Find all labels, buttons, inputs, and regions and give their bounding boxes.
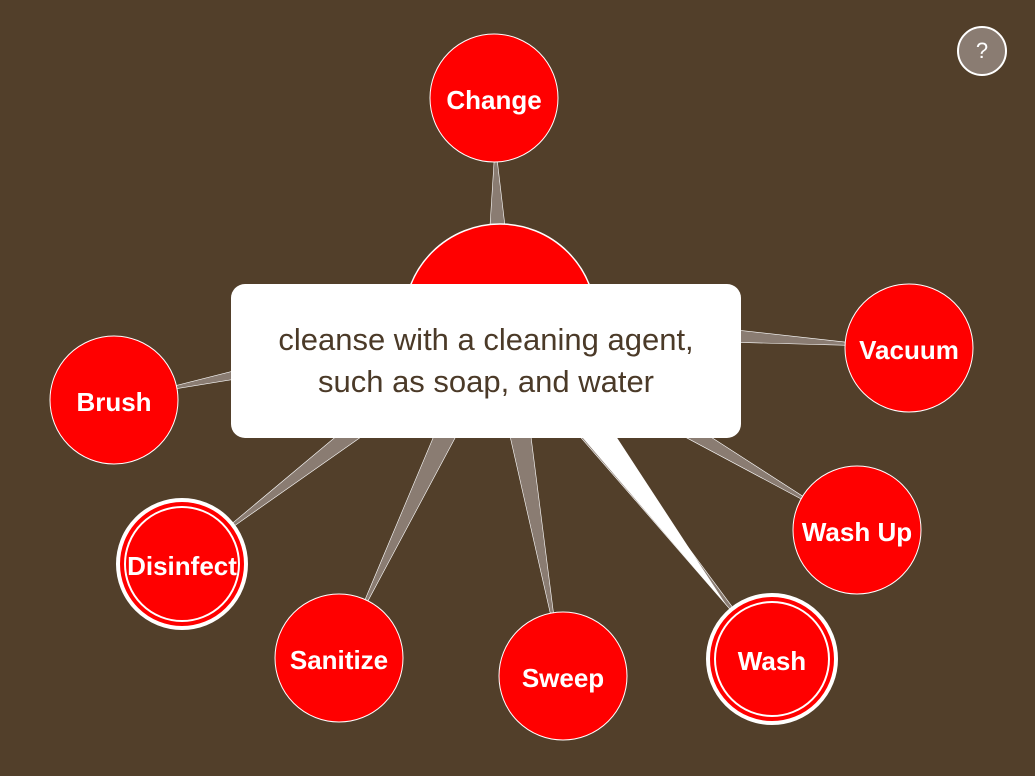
node-label: Change bbox=[446, 85, 541, 115]
node-circle bbox=[792, 465, 922, 595]
node-label: Sanitize bbox=[290, 645, 388, 675]
word-node-wash[interactable]: Wash bbox=[706, 593, 838, 725]
node-highlight-ring bbox=[714, 601, 830, 717]
word-node-change[interactable]: Change bbox=[429, 33, 559, 163]
node-circle bbox=[49, 335, 179, 465]
word-node-disinfect[interactable]: Disinfect bbox=[116, 498, 248, 630]
word-node-sweep[interactable]: Sweep bbox=[498, 611, 628, 741]
word-node-brush[interactable]: Brush bbox=[49, 335, 179, 465]
node-highlight-ring bbox=[124, 506, 240, 622]
word-node-vacuum[interactable]: Vacuum bbox=[844, 283, 974, 413]
node-label: Vacuum bbox=[859, 335, 959, 365]
node-label: Wash Up bbox=[802, 517, 912, 547]
word-node-sanitize[interactable]: Sanitize bbox=[274, 593, 404, 723]
node-label: Sweep bbox=[522, 663, 604, 693]
node-circle bbox=[274, 593, 404, 723]
node-label: Disinfect bbox=[127, 551, 237, 581]
word-node-wash-up[interactable]: Wash Up bbox=[792, 465, 922, 595]
definition-tooltip bbox=[231, 284, 741, 606]
tooltip-tail bbox=[576, 430, 727, 606]
node-circle bbox=[844, 283, 974, 413]
node-label: Brush bbox=[76, 387, 151, 417]
definition-text: cleanse with a cleaning agent, such as s… bbox=[278, 322, 694, 399]
tooltip-box bbox=[231, 284, 741, 438]
help-button[interactable]: ? bbox=[957, 26, 1007, 76]
node-label: Wash bbox=[738, 646, 806, 676]
node-circle bbox=[498, 611, 628, 741]
node-circle bbox=[429, 33, 559, 163]
node-circle bbox=[116, 498, 248, 630]
node-circle bbox=[706, 593, 838, 725]
